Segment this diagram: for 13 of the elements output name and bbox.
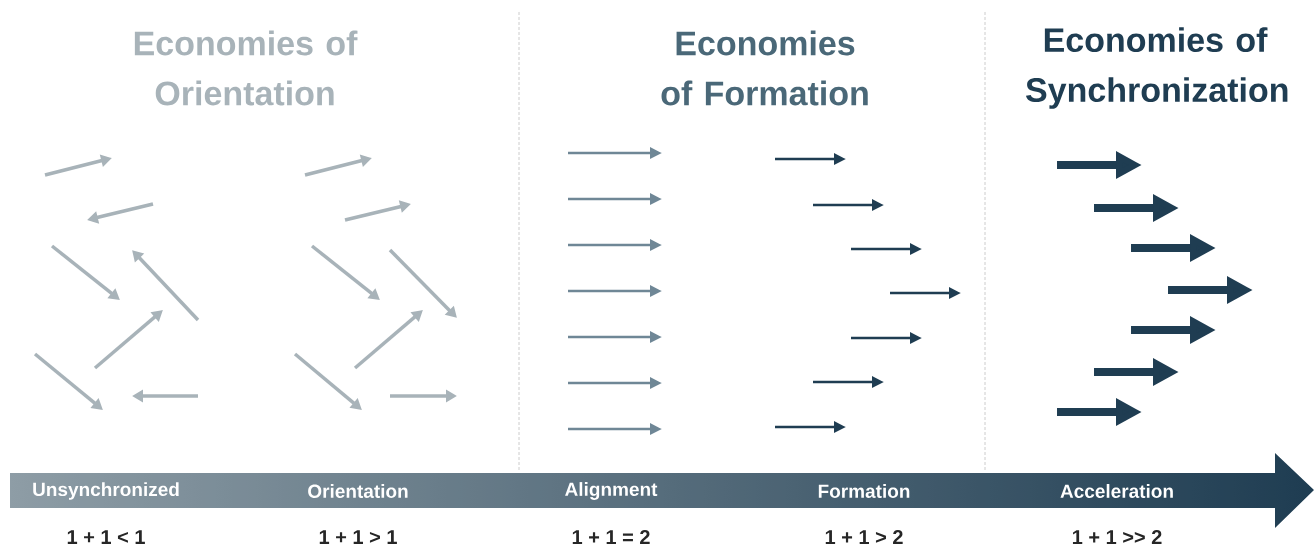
stage-label: Orientation <box>308 484 408 498</box>
stage-label: Alignment <box>565 482 658 500</box>
heading: Economies of Synchronization <box>1026 27 1288 109</box>
stage-label: Unsynchronized <box>33 482 179 500</box>
stage-label: Formation <box>818 484 910 498</box>
formula-label: 1 + 1 > 1 <box>319 530 397 544</box>
formula-label: 1 + 1 < 1 <box>67 530 145 544</box>
stage-label: Acceleration <box>1060 484 1173 498</box>
formula-label: 1 + 1 = 2 <box>572 530 650 544</box>
heading: Economies of Formation <box>661 30 868 106</box>
formula-label: 1 + 1 >> 2 <box>1072 530 1162 544</box>
heading: Economies of Orientation <box>134 30 358 106</box>
formula-label: 1 + 1 > 2 <box>825 530 903 544</box>
